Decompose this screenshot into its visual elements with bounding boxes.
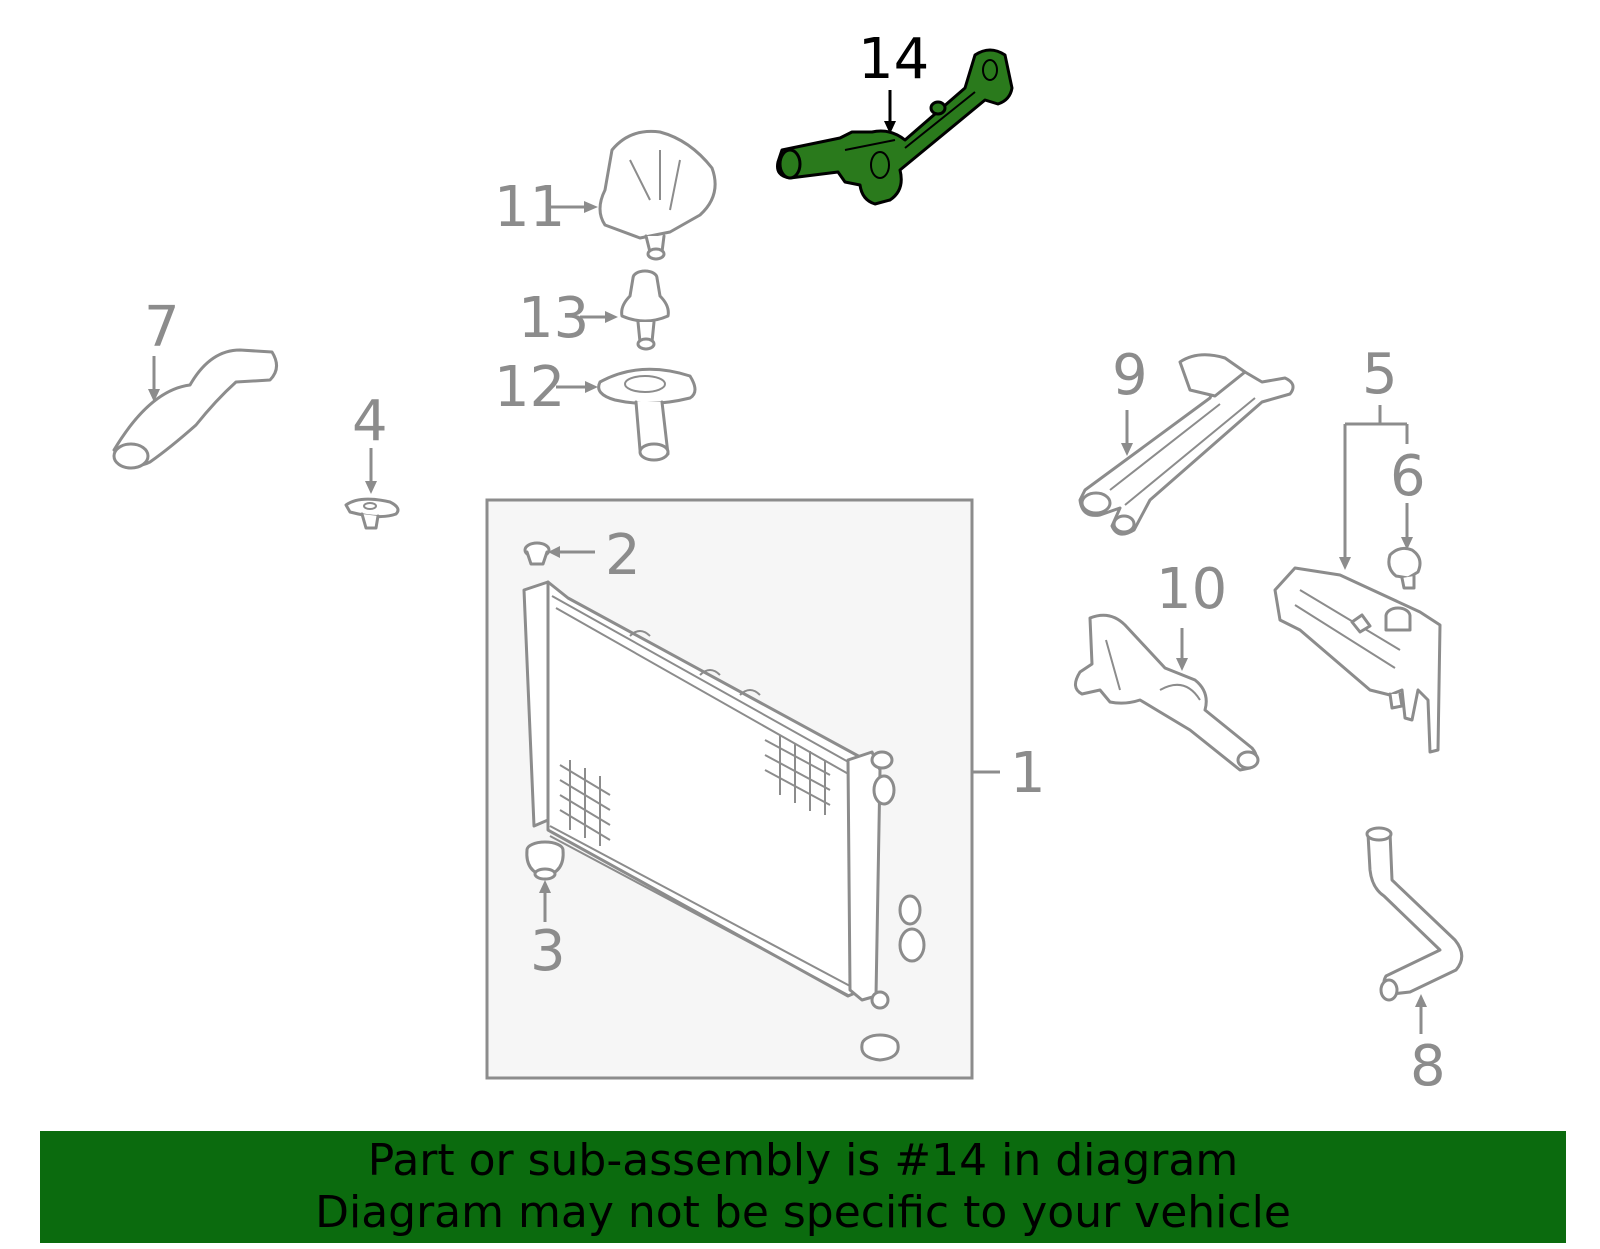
part-7-hose xyxy=(112,348,278,470)
callout-10: 10 xyxy=(1156,557,1227,622)
part-11-housing xyxy=(548,129,717,261)
callout-12: 12 xyxy=(494,355,565,420)
callout-13: 13 xyxy=(518,286,589,351)
part-2-cap xyxy=(523,541,595,566)
banner-line-part: Part or sub-assembly is #14 in diagram xyxy=(367,1135,1239,1186)
part-10-bypass-pipe xyxy=(1074,613,1260,772)
callout-6: 6 xyxy=(1390,444,1426,509)
callout-5: 5 xyxy=(1362,342,1398,407)
callout-8: 8 xyxy=(1410,1034,1446,1099)
part-6-cap xyxy=(1387,503,1422,590)
part-14-water-pipe xyxy=(776,48,1014,206)
callout-3: 3 xyxy=(530,919,566,984)
callout-2: 2 xyxy=(605,523,641,588)
callout-1: 1 xyxy=(1010,741,1046,806)
radiator xyxy=(522,580,926,1010)
callout-11: 11 xyxy=(494,175,565,240)
callout-7: 7 xyxy=(144,295,180,360)
part-5-reservoir xyxy=(1273,405,1442,754)
part-4-bracket xyxy=(344,448,400,530)
callout-14: 14 xyxy=(858,27,929,92)
part-12-outlet xyxy=(556,367,697,462)
lower-mount xyxy=(860,1033,900,1062)
part-3-mount xyxy=(525,840,565,922)
callout-9: 9 xyxy=(1112,343,1148,408)
info-banner: Part or sub-assembly is #14 in diagram D… xyxy=(40,1131,1566,1243)
part-8-hose xyxy=(1365,826,1464,1034)
part-13-thermostat xyxy=(580,269,670,351)
callout-4: 4 xyxy=(352,389,388,454)
part-9-pipe xyxy=(1078,353,1295,536)
banner-line-disclaimer: Diagram may not be specific to your vehi… xyxy=(315,1187,1291,1238)
